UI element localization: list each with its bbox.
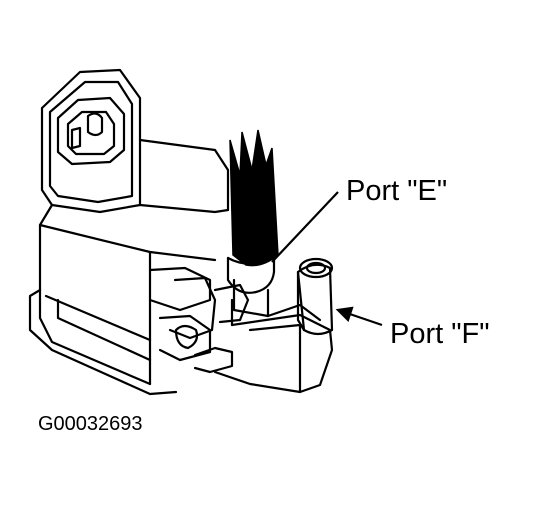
- solenoid-body: [28, 68, 334, 396]
- leader-lines: [271, 191, 383, 327]
- port-f-arrowhead: [335, 306, 354, 323]
- figure-code: G00032693: [38, 413, 143, 435]
- port-e-label: Port "E": [346, 175, 447, 207]
- port-e-leader: [271, 191, 339, 263]
- port-f-label: Port "F": [390, 318, 490, 350]
- vacuum-hoses: [229, 129, 279, 267]
